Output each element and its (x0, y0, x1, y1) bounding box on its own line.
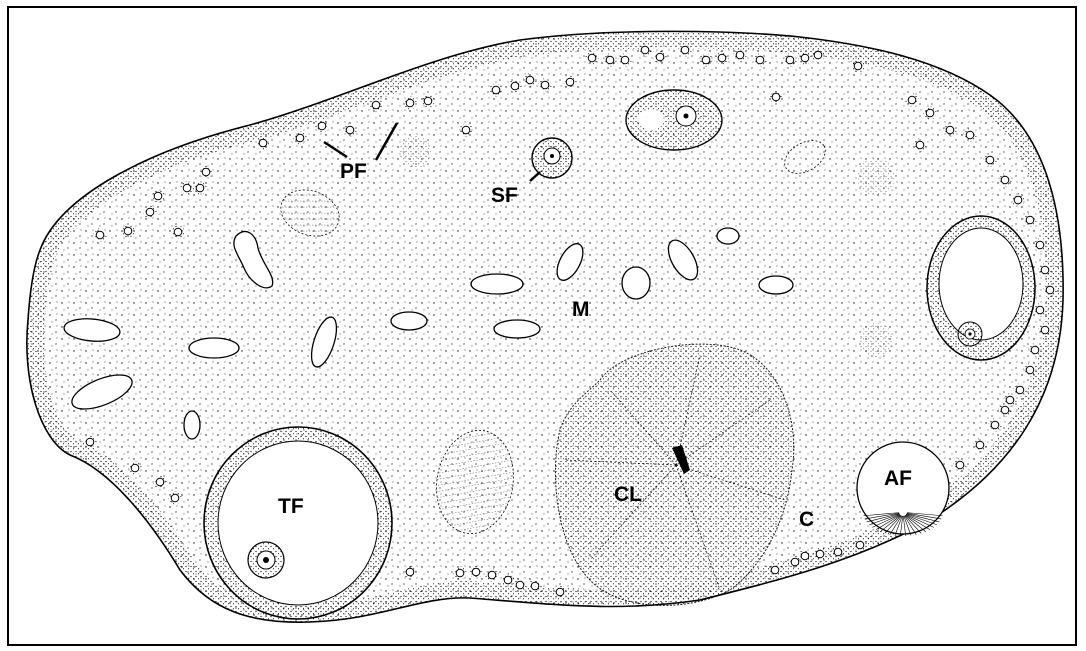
vessel (391, 312, 427, 330)
primordial-follicle-oocyte (976, 441, 984, 449)
primordial-follicle-oocyte (183, 184, 191, 192)
primordial-follicle-oocyte (736, 51, 744, 59)
primordial-follicle-oocyte (801, 552, 809, 560)
primordial-follicle-oocyte (756, 56, 764, 64)
primordial-follicle-oocyte (492, 86, 500, 94)
primordial-follicle-oocyte (202, 168, 210, 176)
primordial-follicle-oocyte (718, 54, 726, 62)
primordial-follicle-oocyte (834, 548, 842, 556)
label-c: C (799, 508, 814, 531)
primordial-follicle-oocyte (456, 569, 464, 577)
primordial-follicle-oocyte (681, 46, 689, 54)
primordial-follicle-oocyte (511, 82, 519, 90)
primordial-follicle-oocyte (516, 581, 524, 589)
primordial-follicle-oocyte (1001, 176, 1009, 184)
antral-follicle-right (927, 216, 1035, 360)
primordial-follicle-oocyte (1031, 346, 1039, 354)
primordial-follicle-oocyte (966, 131, 974, 139)
primordial-follicle-oocyte (771, 566, 779, 574)
primordial-follicle-oocyte (259, 139, 267, 147)
primordial-follicle-oocyte (1014, 196, 1022, 204)
primordial-follicle-oocyte (814, 51, 822, 59)
primordial-follicle-oocyte (588, 54, 596, 62)
vessel (759, 276, 793, 294)
primordial-follicle-oocyte (504, 576, 512, 584)
primordial-follicle-oocyte (621, 56, 629, 64)
primordial-follicle-oocyte (1026, 366, 1034, 374)
vessel (189, 338, 239, 358)
primordial-follicle-oocyte (656, 53, 664, 61)
primordial-follicle-oocyte (346, 126, 354, 134)
primordial-follicle-oocyte (156, 478, 164, 486)
primordial-follicle-oocyte (956, 461, 964, 469)
primordial-follicle-oocyte (1026, 216, 1034, 224)
label-sf: SF (491, 184, 518, 207)
primordial-follicle-oocyte (1046, 286, 1054, 294)
primordial-follicle-oocyte (472, 568, 480, 576)
vessel (184, 411, 200, 439)
primordial-follicle-oocyte (854, 62, 862, 70)
primordial-follicle-oocyte (488, 571, 496, 579)
primordial-follicle-oocyte (606, 56, 614, 64)
primordial-follicle-oocyte (146, 208, 154, 216)
primordial-follicle-oocyte (641, 46, 649, 54)
primordial-follicle-oocyte (1041, 326, 1049, 334)
primordial-follicle-oocyte (406, 99, 414, 107)
atretic-follicle (857, 158, 895, 196)
atretic-follicle (859, 323, 893, 357)
primordial-follicle-oocyte (1036, 306, 1044, 314)
primordial-follicle-oocyte (1016, 386, 1024, 394)
primordial-follicle-oocyte (526, 76, 534, 84)
atretic-follicle (399, 136, 431, 168)
primordial-follicle-oocyte (154, 192, 162, 200)
primordial-follicle-oocyte (131, 464, 139, 472)
primordial-follicle-oocyte (171, 494, 179, 502)
growing-follicle (626, 90, 722, 150)
primordial-follicle-oocyte (196, 184, 204, 192)
label-m: M (572, 298, 590, 321)
primordial-follicle-oocyte (786, 56, 794, 64)
primordial-follicle-oocyte (318, 122, 326, 130)
primordial-follicle-oocyte (174, 228, 182, 236)
primordial-follicle-oocyte (462, 126, 470, 134)
primordial-follicle-oocyte (1006, 396, 1014, 404)
primordial-follicle-oocyte (702, 56, 710, 64)
secondary-follicle (532, 138, 572, 178)
primordial-follicle-oocyte (541, 81, 549, 89)
primordial-follicle-oocyte (424, 97, 432, 105)
vessel (622, 267, 650, 299)
label-pf: PF (340, 160, 367, 183)
primordial-follicle-oocyte (372, 101, 380, 109)
primordial-follicle-oocyte (772, 93, 780, 101)
primordial-follicle-oocyte (531, 582, 539, 590)
primordial-follicle-oocyte (96, 231, 104, 239)
primordial-follicle-oocyte (801, 54, 809, 62)
label-af: AF (884, 467, 912, 490)
primordial-follicle-oocyte (946, 126, 954, 134)
vessel (471, 274, 523, 294)
primordial-follicle-oocyte (406, 568, 414, 576)
primordial-follicle-oocyte (556, 588, 564, 596)
label-tf: TF (278, 495, 304, 518)
primordial-follicle-oocyte (856, 541, 864, 549)
primordial-follicle-oocyte (124, 227, 132, 235)
primordial-follicle-oocyte (816, 550, 824, 558)
tertiary-follicle (204, 427, 392, 619)
primordial-follicle-oocyte (991, 421, 999, 429)
primordial-follicle-oocyte (86, 438, 94, 446)
primordial-follicle-oocyte (1036, 241, 1044, 249)
primordial-follicle-oocyte (296, 134, 304, 142)
primordial-follicle-oocyte (1001, 406, 1009, 414)
vessel (494, 320, 540, 338)
primordial-follicle-oocyte (1041, 266, 1049, 274)
primordial-follicle-oocyte (986, 156, 994, 164)
primordial-follicle-oocyte (566, 78, 574, 86)
primordial-follicle-oocyte (926, 109, 934, 117)
primordial-follicle-oocyte (908, 96, 916, 104)
primordial-follicle-oocyte (791, 558, 799, 566)
primordial-follicle-oocyte (916, 141, 924, 149)
vessel (717, 228, 739, 244)
label-cl: CL (614, 483, 642, 506)
